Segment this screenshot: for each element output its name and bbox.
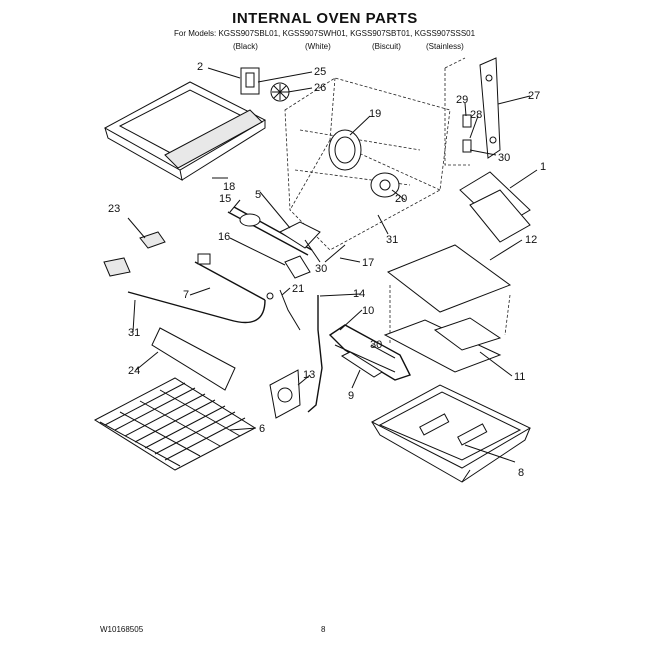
page-number: 8 bbox=[321, 625, 326, 634]
small-bracket-part bbox=[103, 231, 166, 277]
valve-assembly-part bbox=[269, 369, 301, 419]
callout-27: 27 bbox=[528, 90, 540, 102]
callout-14: 14 bbox=[353, 288, 365, 300]
callout-9: 9 bbox=[348, 390, 354, 402]
rack-support-part bbox=[151, 327, 236, 391]
callout-23: 23 bbox=[108, 203, 120, 215]
callout-7: 7 bbox=[183, 289, 189, 301]
callout-12: 12 bbox=[525, 234, 537, 246]
variant-black: (Black) bbox=[233, 42, 258, 51]
page-title: INTERNAL OVEN PARTS bbox=[232, 10, 418, 27]
callout-26: 26 bbox=[314, 82, 326, 94]
callout-31-cavity: 31 bbox=[386, 234, 398, 246]
variant-biscuit: (Biscuit) bbox=[372, 42, 401, 51]
burner-support-part bbox=[340, 351, 383, 378]
callout-29: 29 bbox=[456, 94, 468, 106]
callout-24: 24 bbox=[128, 365, 140, 377]
oven-door-frame-part bbox=[103, 81, 267, 181]
heat-shield-part bbox=[459, 171, 531, 243]
variant-white: (White) bbox=[305, 42, 331, 51]
callout-13: 13 bbox=[303, 369, 315, 381]
callout-30-burner: 30 bbox=[315, 263, 327, 275]
callout-20: 20 bbox=[395, 193, 407, 205]
variant-stainless: (Stainless) bbox=[426, 42, 464, 51]
leader-lines bbox=[127, 67, 538, 463]
wire-part bbox=[279, 289, 301, 331]
oven-cavity-part bbox=[284, 77, 451, 251]
callout-17: 17 bbox=[362, 257, 374, 269]
callout-25: 25 bbox=[314, 66, 326, 78]
callout-28: 28 bbox=[470, 109, 482, 121]
broiler-pan-part bbox=[370, 384, 532, 483]
callout-6: 6 bbox=[259, 423, 265, 435]
rear-bracket-part bbox=[444, 57, 501, 166]
sensor-wire-part bbox=[127, 253, 274, 324]
callout-11: 11 bbox=[514, 371, 525, 383]
callout-19: 19 bbox=[369, 108, 381, 120]
callout-10: 10 bbox=[362, 305, 374, 317]
document-code: W10168505 bbox=[100, 625, 144, 634]
callout-21: 21 bbox=[292, 283, 304, 295]
callout-30-rear: 30 bbox=[498, 152, 510, 164]
bottom-bracket-part bbox=[383, 317, 502, 373]
callout-8: 8 bbox=[518, 467, 524, 479]
models-line: For Models: KGSS907SBL01, KGSS907SWH01, … bbox=[174, 29, 476, 38]
callout-1: 1 bbox=[540, 161, 546, 173]
callout-2: 2 bbox=[197, 61, 203, 73]
callout-31-sensor: 31 bbox=[128, 327, 140, 339]
gas-tube-part bbox=[307, 295, 323, 413]
bracket-part bbox=[240, 67, 290, 102]
callout-5: 5 bbox=[255, 189, 261, 201]
callout-18: 18 bbox=[223, 181, 235, 193]
broil-burner-part bbox=[227, 206, 321, 279]
oven-rack-part bbox=[93, 377, 257, 471]
callout-16: 16 bbox=[218, 231, 230, 243]
callout-30-bottom: 30 bbox=[370, 339, 382, 351]
callout-15: 15 bbox=[219, 193, 231, 205]
bottom-panel-part bbox=[387, 244, 512, 345]
